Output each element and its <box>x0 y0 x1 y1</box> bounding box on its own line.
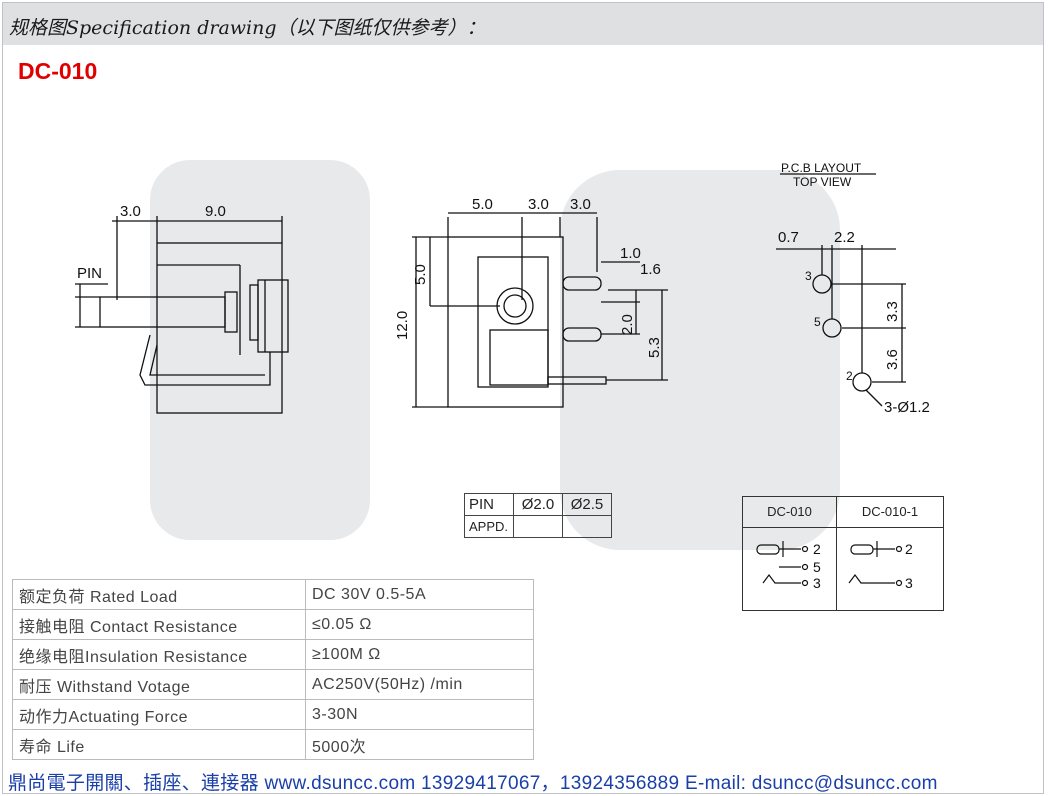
dim-pcb-0-7: 0.7 <box>778 229 799 246</box>
spec-value: 5000次 <box>305 729 534 760</box>
footer-contact: 鼎尚電子開關、插座、連接器 www.dsuncc.com 13929417067… <box>8 773 938 794</box>
pin-table-col-25: Ø2.5 <box>562 493 612 516</box>
pin-label: PIN <box>77 265 102 282</box>
schematic-col-a: DC-010 <box>743 497 836 528</box>
dim-front-3b: 3.0 <box>570 196 591 213</box>
spec-label: 绝缘电阻Insulation Resistance <box>12 639 306 670</box>
pin-table: PIN Ø2.0 Ø2.5 APPD. <box>464 493 612 538</box>
spec-row: 接触电阻 Contact Resistance≤0.05 Ω <box>12 609 534 640</box>
dim-side-3: 3.0 <box>120 203 141 220</box>
pin-table-cell <box>513 515 563 538</box>
pin-table-cell <box>562 515 612 538</box>
pin-table-appd: APPD. <box>464 515 514 538</box>
sch-b-pin2: 2 <box>905 541 913 557</box>
spec-value: ≥100M Ω <box>305 639 534 670</box>
dim-front-left-5: 5.0 <box>412 264 429 285</box>
pcb-subtitle: TOP VIEW <box>793 175 852 189</box>
model-number: DC-010 <box>18 58 98 84</box>
schematic-col-b: DC-010-1 <box>837 497 943 528</box>
pcb-layout <box>776 173 906 407</box>
drawing-labels: 3.0 9.0 PIN 5.0 3.0 3.0 5.0 12.0 1.0 1.6… <box>77 161 930 416</box>
sch-b-pin3: 3 <box>905 575 913 591</box>
dim-front-5-3: 5.3 <box>646 337 663 358</box>
schematic-table: DC-010 DC-010-1 2 5 3 2 3 <box>742 496 944 611</box>
spec-label: 耐压 Withstand Votage <box>12 669 306 700</box>
spec-label: 寿命 Life <box>12 729 306 760</box>
pcb-title: P.C.B LAYOUT <box>781 161 862 175</box>
spec-value: AC250V(50Hz) /min <box>305 669 534 700</box>
spec-value: DC 30V 0.5-5A <box>305 579 534 610</box>
dim-front-1: 1.0 <box>620 245 641 262</box>
sch-a-pin2: 2 <box>813 541 821 557</box>
dim-front-left-12: 12.0 <box>394 311 411 340</box>
front-view <box>412 212 668 408</box>
pcb-pin-5: 5 <box>814 315 821 329</box>
schematic-symbols: 2 5 3 2 3 <box>756 541 913 591</box>
dim-pcb-3-3: 3.3 <box>884 301 901 322</box>
dim-pcb-2-2: 2.2 <box>834 229 855 246</box>
spec-row: 绝缘电阻Insulation Resistance≥100M Ω <box>12 639 534 670</box>
dim-pcb-hole: 3-Ø1.2 <box>884 399 930 416</box>
spec-value: ≤0.05 Ω <box>305 609 534 640</box>
pin-table-col-2: Ø2.0 <box>513 493 563 516</box>
spec-value: 3-30N <box>305 699 534 730</box>
sch-a-pin3: 3 <box>813 575 821 591</box>
dim-front-3a: 3.0 <box>528 196 549 213</box>
title-bar: 规格图Specification drawing（以下图纸仅供参考）： <box>3 3 1043 45</box>
sch-a-pin5: 5 <box>813 559 821 575</box>
pcb-pin-2: 2 <box>846 369 853 383</box>
dim-pcb-3-6: 3.6 <box>884 349 901 370</box>
spec-label: 额定负荷 Rated Load <box>12 579 306 610</box>
dim-front-5: 5.0 <box>472 196 493 213</box>
watermark <box>150 160 840 550</box>
page-title: 规格图Specification drawing（以下图纸仅供参考）： <box>9 17 486 39</box>
spec-label: 接触电阻 Contact Resistance <box>12 609 306 640</box>
divider <box>836 497 837 610</box>
spec-label: 动作力Actuating Force <box>12 699 306 730</box>
side-view <box>75 216 289 414</box>
dim-side-9: 9.0 <box>205 203 226 220</box>
pin-table-header: PIN <box>464 493 514 516</box>
dim-front-2: 2.0 <box>619 314 636 335</box>
dim-front-1-6: 1.6 <box>640 261 661 278</box>
pcb-pin-3: 3 <box>805 269 812 283</box>
